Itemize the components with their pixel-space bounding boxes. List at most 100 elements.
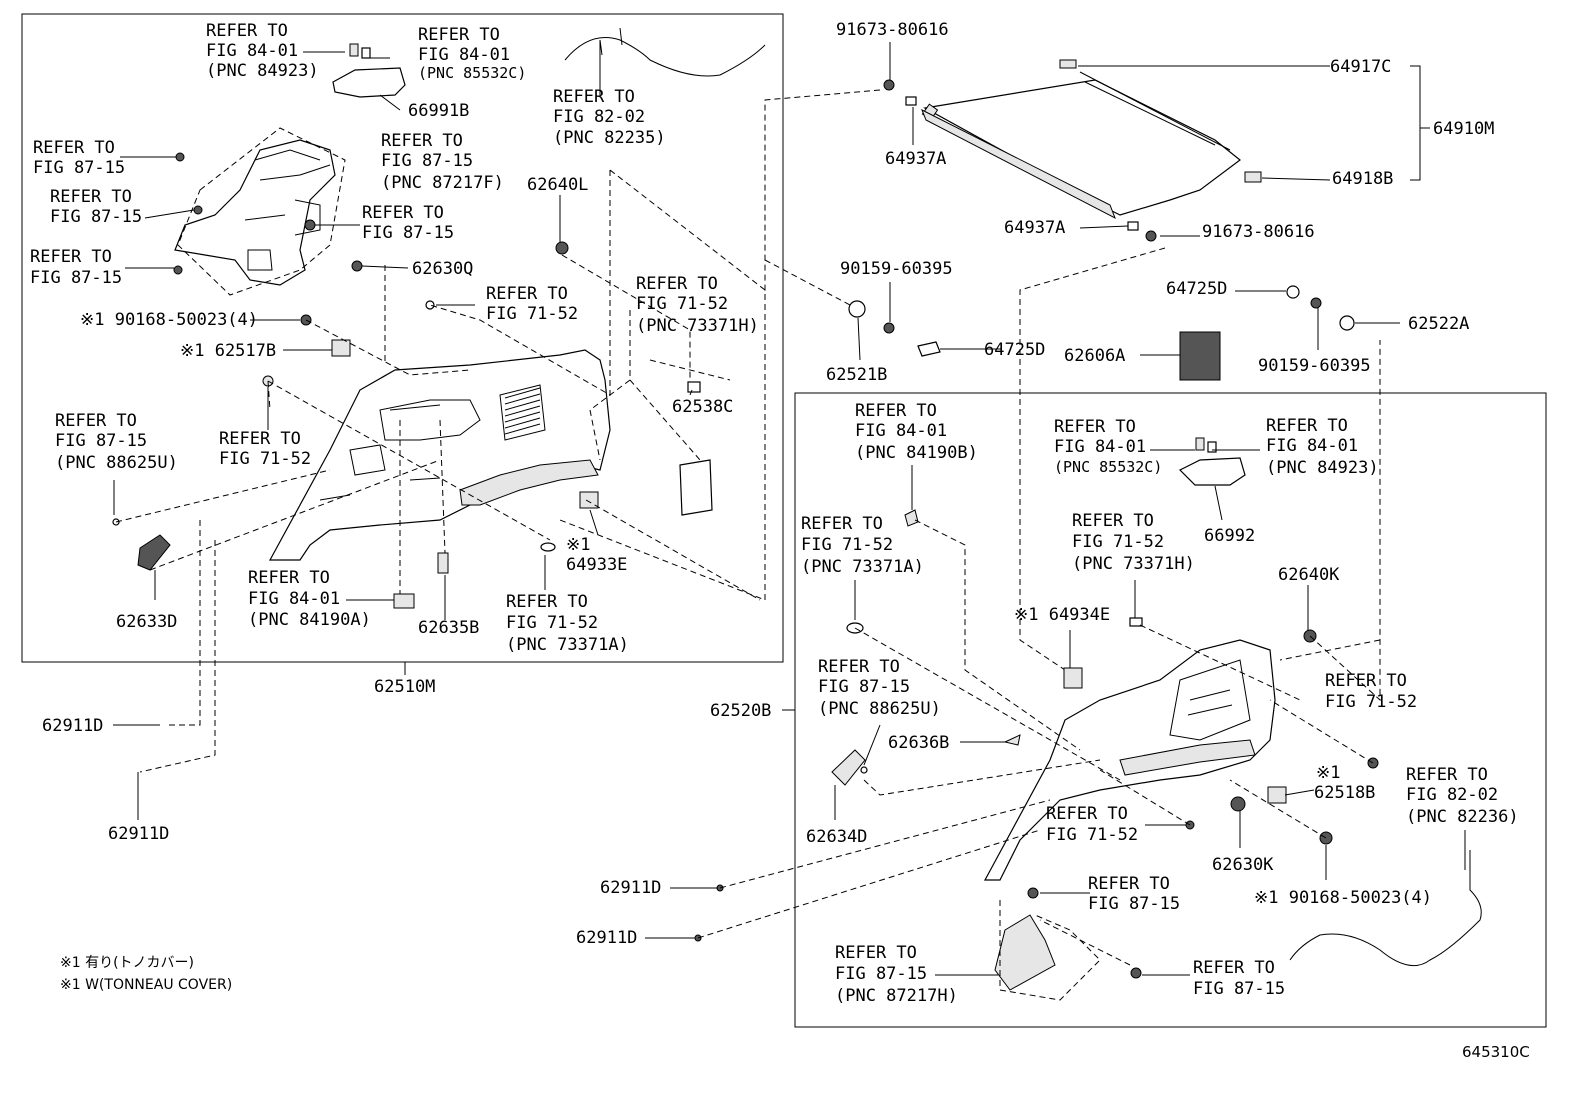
callout: FIG 87-15	[835, 964, 927, 984]
callout: (PNC 84923)	[1266, 458, 1379, 478]
callout: ※1	[566, 535, 590, 555]
callout: (PNC 88625U)	[818, 699, 941, 719]
figure-number: 645310C	[1462, 1043, 1530, 1061]
callout: REFER TO	[219, 429, 301, 449]
callout: REFER TO	[506, 592, 588, 612]
callout: FIG 84-01	[1054, 437, 1146, 457]
callout: (PNC 73371H)	[1072, 554, 1195, 574]
callout: FIG 71-52	[219, 449, 311, 469]
callout: FIG 87-15	[55, 431, 147, 451]
callout: REFER TO	[1266, 416, 1348, 436]
callout: REFER TO	[486, 284, 568, 304]
callout: REFER TO	[206, 21, 288, 41]
callout: FIG 71-52	[506, 613, 598, 633]
part-number: 62606A	[1064, 346, 1125, 366]
callout: REFER TO	[1193, 958, 1275, 978]
part-number: 62538C	[672, 397, 733, 417]
part-number: 62635B	[418, 618, 479, 638]
part-number: ※1 90168-50023(4)	[80, 310, 258, 330]
tonneau-dash-1	[764, 89, 881, 300]
note-jp: ※1 有り(トノカバー)	[60, 955, 194, 971]
callout: REFER TO	[362, 203, 444, 223]
part-number: 64937A	[1004, 218, 1065, 238]
callout: (PNC 84190A)	[248, 610, 371, 630]
callout: (PNC 82236)	[1406, 807, 1519, 827]
part-number: 64910M	[1433, 119, 1494, 139]
part-number: 62640K	[1278, 565, 1340, 585]
tonneau-dash-2	[764, 247, 1166, 671]
part-number: 62522A	[1408, 314, 1469, 334]
callout: FIG 87-15	[33, 158, 125, 178]
callout: (PNC 73371H)	[636, 316, 759, 336]
callout: REFER TO	[1072, 511, 1154, 531]
callout: ※1	[1316, 763, 1340, 783]
part-number: 66991B	[408, 101, 469, 121]
callout: FIG 87-15	[1088, 894, 1180, 914]
callout: REFER TO	[381, 131, 463, 151]
part-number: 62520B	[710, 701, 771, 721]
callout: REFER TO	[801, 514, 883, 534]
switch-bezel-66991b	[332, 43, 406, 98]
part-number: 91673-80616	[1202, 222, 1315, 242]
upper-trim-bracket-drawing	[174, 127, 346, 296]
callout: REFER TO	[1046, 804, 1128, 824]
callout: FIG 84-01	[1266, 436, 1358, 456]
trim-vent-grille	[504, 387, 541, 435]
callout: (PNC 88625U)	[55, 453, 178, 473]
part-number: 62633D	[116, 612, 177, 632]
tonneau-cover-drawing	[883, 59, 1262, 242]
callout: REFER TO	[1325, 671, 1407, 691]
part-number: 62640L	[527, 175, 588, 195]
callout: (PNC 73371A)	[801, 557, 924, 577]
part-number: 62518B	[1314, 783, 1375, 803]
part-number: ※1 64934E	[1014, 605, 1110, 625]
part-number: 91673-80616	[836, 20, 949, 40]
part-number: 62911D	[576, 928, 637, 948]
part-number: 64918B	[1332, 169, 1393, 189]
callout: FIG 71-52	[1046, 825, 1138, 845]
part-number: 62911D	[108, 824, 169, 844]
callout: FIG 82-02	[553, 107, 645, 127]
left-clips	[112, 152, 713, 609]
callout: REFER TO	[1406, 765, 1488, 785]
callout: (PNC 82235)	[553, 128, 666, 148]
callout: (PNC 73371A)	[506, 635, 629, 655]
callout: REFER TO	[55, 411, 137, 431]
part-number: 66992	[1204, 526, 1255, 546]
part-number: 62630K	[1212, 855, 1274, 875]
callout: FIG 84-01	[248, 589, 340, 609]
callout: FIG 71-52	[636, 294, 728, 314]
part-number: 62630Q	[412, 259, 473, 279]
part-number: ※1 62517B	[180, 341, 276, 361]
callout: FIG 84-01	[418, 45, 510, 65]
part-number: 62634D	[806, 827, 867, 847]
part-number: 64917C	[1330, 57, 1391, 77]
callout: REFER TO	[248, 568, 330, 588]
harness-82236	[1289, 850, 1482, 967]
part-number: ※1 90168-50023(4)	[1254, 888, 1432, 908]
part-number: 62911D	[600, 878, 661, 898]
callout: REFER TO	[553, 87, 635, 107]
callout: REFER TO	[818, 657, 900, 677]
callout: REFER TO	[835, 943, 917, 963]
harness-82235	[564, 27, 766, 77]
part-number: 90159-60395	[1258, 356, 1371, 376]
callout: REFER TO	[30, 247, 112, 267]
callout: REFER TO	[855, 401, 937, 421]
callout: FIG 87-15	[381, 151, 473, 171]
leader-lines	[113, 40, 1466, 976]
right-dashed-leaders	[697, 340, 1381, 1001]
quarter-trim-panel-right-drawing	[983, 639, 1276, 881]
callout: REFER TO	[1088, 874, 1170, 894]
callout: REFER TO	[33, 138, 115, 158]
callout: FIG 87-15	[50, 207, 142, 227]
callout-labels: REFER TO FIG 84-01 (PNC 84923) REFER TO …	[30, 20, 1519, 1006]
part-number: 64725D	[1166, 279, 1227, 299]
callout: FIG 82-02	[1406, 785, 1498, 805]
callout: FIG 87-15	[1193, 979, 1285, 999]
callout: (PNC 87217H)	[835, 986, 958, 1006]
part-number: 62510M	[374, 677, 435, 697]
callout: REFER TO	[50, 187, 132, 207]
callout: FIG 87-15	[362, 223, 454, 243]
